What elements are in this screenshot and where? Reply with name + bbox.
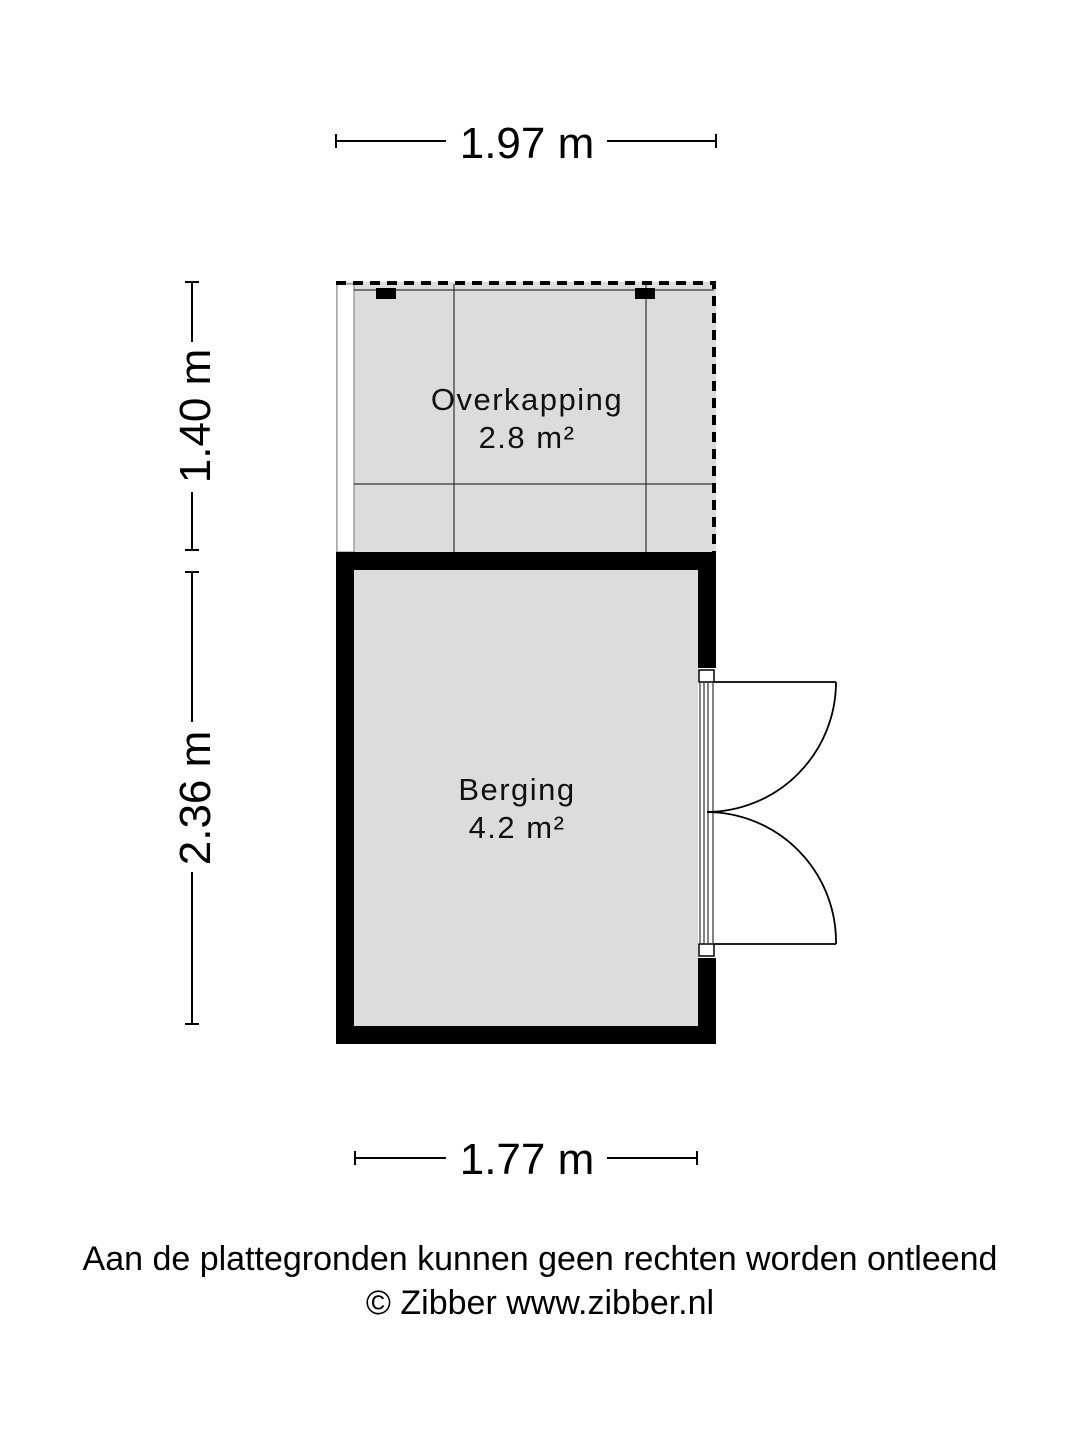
dimension-left-lower-label: 2.36 m <box>171 731 220 866</box>
room-area-overkapping: 2.8 m² <box>479 420 576 455</box>
double-door-icon <box>706 681 837 945</box>
room-overkapping <box>336 281 716 553</box>
room-label-berging: Berging <box>458 772 575 807</box>
post-icon <box>635 288 655 299</box>
room-label-overkapping: Overkapping <box>431 382 623 417</box>
room-area-berging: 4.2 m² <box>469 810 566 845</box>
dimension-top <box>335 134 717 148</box>
disclaimer-text: Aan de plattegronden kunnen geen rechten… <box>83 1240 998 1278</box>
room-berging <box>336 552 716 1044</box>
copyright-text: © Zibber www.zibber.nl <box>366 1284 714 1322</box>
dimension-left-upper <box>185 281 199 551</box>
dimension-bottom <box>354 1151 698 1165</box>
dimension-left-upper-label: 1.40 m <box>171 349 220 484</box>
post-icon <box>376 288 396 299</box>
dimension-left-lower <box>185 571 199 1025</box>
dimension-bottom-label: 1.77 m <box>460 1135 595 1184</box>
dimension-top-label: 1.97 m <box>460 119 595 168</box>
